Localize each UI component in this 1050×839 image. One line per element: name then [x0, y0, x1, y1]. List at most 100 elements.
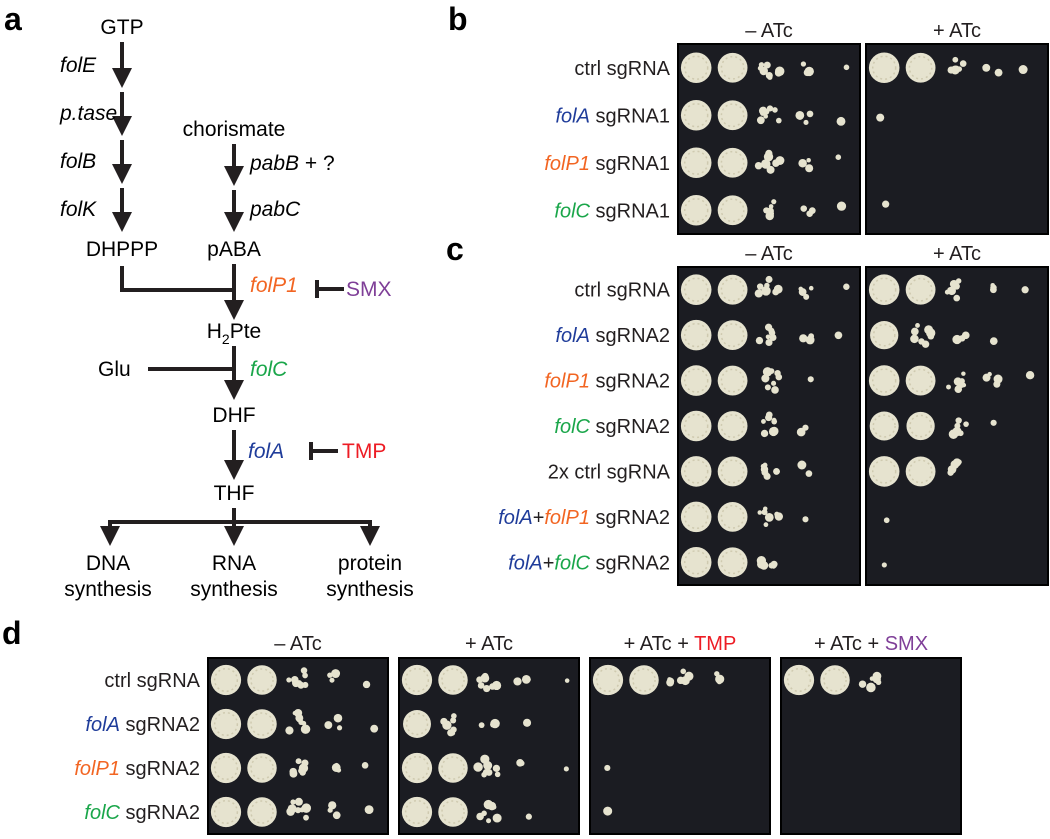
panel-c-row-label-6-part-1: + [543, 552, 555, 574]
panel-b-row-label-3: folC sgRNA1 [554, 200, 670, 222]
panel-d-plate-1-spot-r1-c3-colony [523, 718, 532, 727]
panel-c-row-label-3-part-1: sgRNA2 [590, 416, 670, 438]
panel-d-plate-1-spot-r2-c2-colony [480, 754, 490, 764]
panel-b-plate-minus-atc-spot-r3-c0-texture [683, 198, 709, 223]
panel-d-row-label-0: ctrl sgRNA [104, 670, 200, 692]
panel-d-plate-1-spot-r1-c2-colony [490, 718, 500, 729]
panel-c-plate-plus-atc-spot-r1-c1 [910, 323, 936, 348]
panel-c-plate-plus-atc-spot-r1-c0-texture [872, 323, 896, 347]
panel-c-plate-minus-atc-spot-r2-c0-lawn [680, 365, 712, 396]
panel-d-plate-1-spot-r3-c0-lawn [401, 796, 433, 828]
panel-c-plate-minus-atc-spot-r3-c3-colony [796, 427, 806, 437]
panel-d-row-label-2: folP1 sgRNA2 [74, 758, 200, 780]
panel-d-plate-1-spot-r1-c1-colony [450, 717, 457, 724]
panel-d-row-label-2-part-1: sgRNA2 [120, 758, 200, 780]
panel-c-plate-minus-atc-spot-r0-c0-texture [683, 277, 709, 302]
panel-b-plate-plus-atc-spot-r0-c0-texture [871, 55, 897, 80]
panel-d-plate-0-spot-r0-c4 [362, 680, 371, 689]
panel-c-plate-plus-atc-spot-r6-c0-colony [881, 562, 887, 568]
panel-b-plate-minus-atc-spot-r3-c0-lawn [680, 194, 712, 226]
panel-d-condition-0-part-0: – ATc [274, 633, 321, 655]
panel-b-plate-minus-atc-spot-r2-c4 [835, 154, 842, 161]
panel-d-plate-0-spot-r0-c2-colony [302, 681, 309, 689]
panel-d-plate-1-spot-r2-c2-colony [492, 764, 501, 772]
panel-d-plate-2-spot-r2-c0 [604, 764, 611, 772]
panel-c-plate-minus-atc-spot-r3-c2-colony [761, 418, 766, 424]
panel-d-row-label-1-part-1: sgRNA2 [120, 714, 200, 736]
panel-d-plate-1-spot-r0-c3-colony [525, 676, 531, 682]
panel-b-plate-minus-atc-spot-r2-c2-colony [760, 159, 771, 169]
panel-d-plate-0-spot-r0-c2-colony [286, 677, 292, 683]
panel-c-plate-minus-atc-spot-r3-c0-lawn [680, 410, 712, 442]
panel-d-plate-0-spot-r1-c1-texture [250, 712, 274, 736]
panel-c-row-label-0: ctrl sgRNA [574, 280, 670, 302]
panel-b-plate-minus-atc-spot-r1-c2-colony [756, 116, 765, 125]
panel-c-condition-1: + ATc [933, 243, 981, 265]
panel-d-plate-1-spot-r2-c0-lawn [401, 752, 433, 784]
panel-d-plate-0-spot-r3-c4 [364, 805, 374, 815]
panel-d-plate-0-spot-r0-c2-colony [302, 672, 308, 679]
panel-c-plate-plus-atc-spot-r1-c1-colony [924, 325, 934, 335]
panel-d-plate-1-spot-r1-c1 [440, 713, 457, 737]
panel-d-plate-1-spot-r2-c3 [516, 759, 525, 767]
panel-c-plate-minus-atc-spot-r4-c0-lawn [680, 456, 712, 487]
panel-c-plate-minus-atc-spot-r4-c2-colony [762, 462, 768, 468]
panel-d-plate-1-spot-r3-c2-colony [486, 818, 492, 824]
panel-d-plate-3-spot-r0-c0 [783, 664, 815, 696]
panel-d-plate-1-spot-r3-c0 [401, 796, 433, 828]
panel-b-plate-minus-atc-spot-r2-c0 [680, 147, 712, 179]
panel-d-plate-2-spot-r0-c1 [629, 665, 659, 695]
panel-c-row-label-1: folA sgRNA2 [556, 325, 671, 347]
panel-d-plate-1-spot-r1-c3 [523, 718, 532, 727]
panel-d-plate-0-spot-r3-c4-colony [364, 805, 374, 815]
panel-b-plate-plus-atc-spot-r0-c2 [947, 56, 967, 75]
panel-c-plate-minus-atc-spot-r2-c0-texture [683, 368, 709, 393]
panel-d-plate-0-spot-r2-c2-colony [289, 769, 298, 778]
panel-b-plate-minus-atc-spot-r3-c3-colony [800, 205, 807, 212]
panel-d-condition-2-part-1: TMP [694, 633, 736, 655]
panel-d-plate-1-spot-r2-c2-colony [494, 771, 501, 778]
panel-c-plate-plus-atc-spot-r0-c3 [990, 282, 997, 294]
panel-d-plate-0-spot-r3-c2-colony [294, 797, 303, 806]
panel-c-plate-minus-atc-spot-r3-c2 [760, 411, 779, 438]
panel-c-plate-minus-atc-spot-r2-c0 [680, 365, 712, 396]
panel-d-plate-1-spot-r2-c2-colony [473, 762, 483, 772]
panel-b-plate-minus-atc-spot-r3-c2-colony [763, 207, 770, 214]
panel-d-plate-1-spot-r0-c1 [438, 665, 468, 695]
panel-a-label: a [4, 1, 22, 37]
panel-c-plate-minus-atc-spot-r2-c1-texture [720, 368, 745, 393]
panel-d-row-label-1-part-0: folA [86, 714, 120, 736]
panel-c-plate-minus-atc-spot-r1-c2-colony [767, 340, 773, 345]
panel-c-plate-minus-atc-spot-r0-c3-colony [803, 293, 810, 300]
panel-c-plate-minus-atc-spot-r0-c0-lawn [680, 274, 712, 306]
panel-d-plate-1-spot-r2-c1-texture [441, 756, 465, 780]
panel-d-plate-1-spot-r0-c0-texture [404, 667, 430, 693]
panel-b-plate-minus-atc-spot-r1-c2-colony [763, 113, 769, 119]
node-dna-2: synthesis [64, 578, 152, 601]
panel-d-plate-0-spot-r2-c0 [210, 752, 242, 784]
panel-d-plate-1-spot-r0-c2-colony [481, 672, 489, 680]
panel-b-plate-minus-atc-spot-r2-c2 [754, 149, 785, 174]
panel-d-plate-2-spot-r0-c3 [714, 671, 725, 685]
panel-c-row-label-5-part-0: folA [498, 507, 532, 529]
panel-c-plate-minus-atc-spot-r5-c2-colony [757, 510, 762, 515]
panel-d-plate-0-spot-r2-c2-colony [295, 758, 302, 765]
panel-b-row-label-1-part-1: sgRNA1 [590, 105, 670, 127]
panel-d-plate-0-spot-r2-c3 [331, 762, 342, 773]
inhibitor-tmp: TMP [342, 440, 386, 463]
panel-c-plate-plus-atc-spot-r0-c2-colony [953, 294, 961, 302]
panel-b-plate-plus-atc-spot-r0-c2-colony [947, 66, 955, 74]
panel-b-plate-minus-atc-spot-r2-c1 [717, 147, 748, 178]
panel-d-plate-0-spot-r3-c3-colony [328, 801, 337, 810]
panel-c-row-label-1-part-1: sgRNA2 [590, 325, 670, 347]
panel-b-plate-minus-atc-spot-r2-c3 [798, 158, 814, 173]
panel-d-plate-0-spot-r1-c2-colony [296, 717, 302, 723]
panel-b-plate-plus-atc-spot-r0-c1-texture [908, 55, 933, 80]
panel-c-plate-plus-atc-spot-r4-c2-colony [951, 462, 957, 467]
panel-c-plate-minus-atc-spot-r5-c2-colony [764, 512, 774, 522]
panel-d-plate-0 [207, 657, 389, 835]
panel-c-plate-plus-atc-spot-r1-c3-colony [989, 337, 998, 345]
panel-c-plate-minus-atc-spot-r4-c1-texture [720, 459, 745, 484]
panel-c-plate-minus-atc-spot-r0-c1-texture [720, 277, 745, 302]
